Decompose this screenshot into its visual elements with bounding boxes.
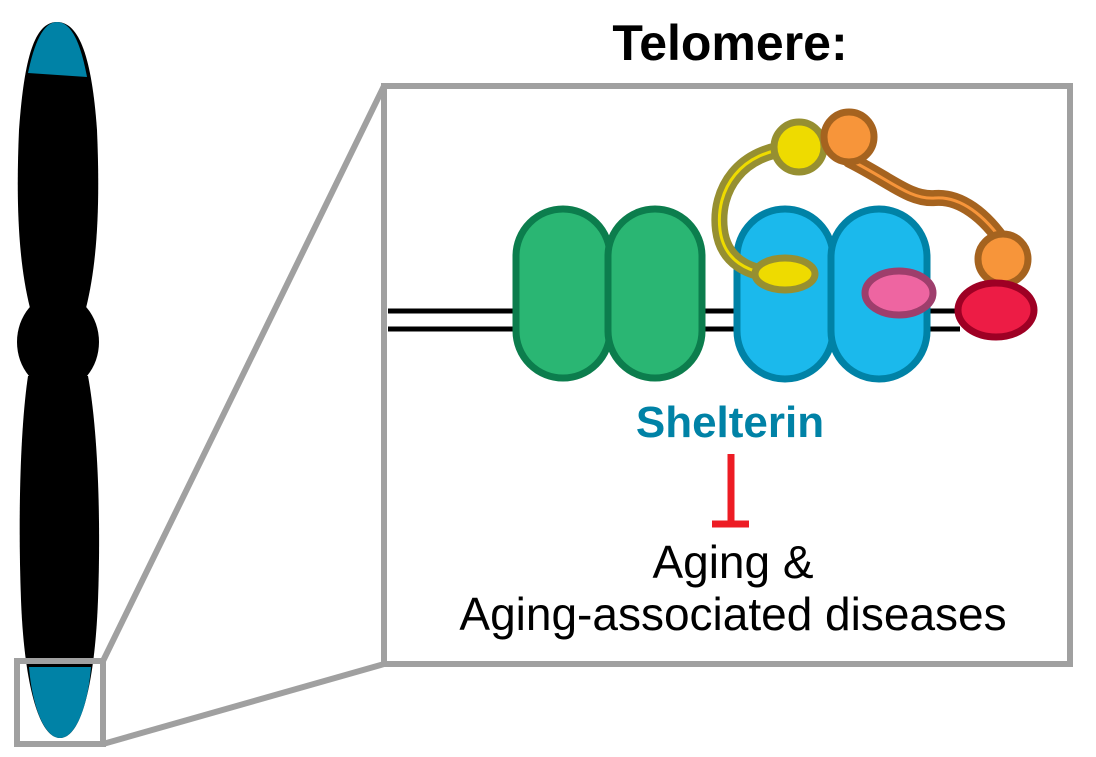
red-protein [954,279,1038,341]
blue-protein-left [733,205,837,383]
green-protein-dimer [512,205,706,382]
orange-domain-top [820,108,878,166]
zoom-detail-box [381,83,1073,667]
zoom-source-box [14,658,106,747]
inhibition-arrow [712,454,749,528]
zoom-connector-top [100,84,387,663]
green-protein-left [512,205,614,382]
centromere [17,294,99,390]
zoom-frame [14,83,1073,747]
orange-domain-bottom [974,230,1032,288]
orange-linker-protein [820,108,1032,288]
telomere-top [28,22,87,77]
diagram-title: Telomere: [612,15,847,71]
green-protein-right [604,205,706,382]
outcome-line-1: Aging & [652,536,813,588]
chromosome-lower-arm [19,376,100,738]
outcome-line-2: Aging-associated diseases [459,588,1006,640]
chromosome [17,22,100,738]
orange-linker-inner [849,158,1007,246]
yellow-linker-inner [717,146,796,276]
pink-protein [861,267,937,319]
zoom-connector-bottom [102,661,385,747]
yellow-domain-top [770,118,828,176]
yellow-linker-protein [711,118,828,294]
chromosome-upper-arm [17,22,99,308]
telomere-bottom [29,667,91,738]
shelterin-label: Shelterin [636,398,824,447]
yellow-domain-bottom [751,254,819,294]
